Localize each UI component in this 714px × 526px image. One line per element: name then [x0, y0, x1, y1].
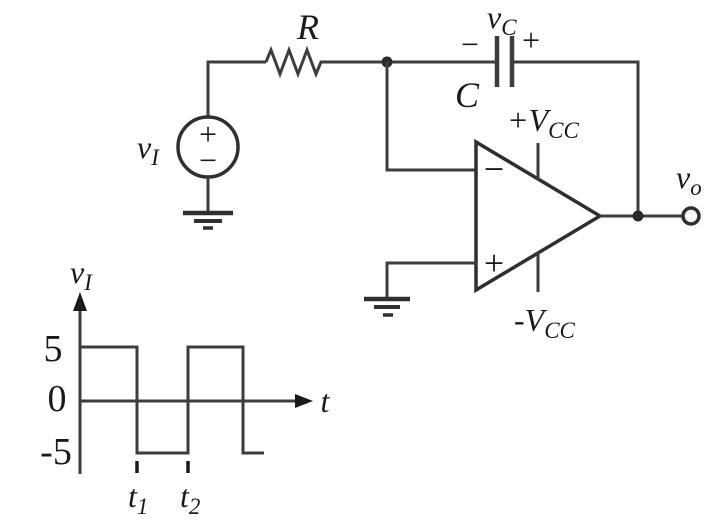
ytick-0: 0: [48, 378, 67, 420]
negative-supply-label: -VCC: [514, 302, 576, 343]
wire-feedback: [513, 60, 640, 216]
noninverting-ground-branch: [364, 261, 477, 317]
ground-symbol-source: [183, 210, 233, 230]
source-voltage-label: vI: [137, 129, 160, 170]
resistor-label: R: [296, 7, 319, 47]
capacitor-voltage-label: vC: [487, 0, 517, 40]
wire-to-inverting-input: [385, 62, 477, 172]
wire-noninverting-to-ground: [385, 261, 477, 299]
wire-source-to-resistor: [206, 60, 266, 118]
ytick-neg5: -5: [40, 431, 72, 473]
capacitor-label: C: [455, 75, 480, 115]
xtick-label-t2: t2: [180, 478, 200, 519]
xtick-label-t1: t1: [128, 478, 148, 519]
plot-ylabel: vI: [70, 254, 93, 295]
op-amp: − + +VCC -VCC: [474, 102, 604, 343]
capacitor-minus-sign: −: [461, 26, 479, 62]
ground-symbol-opamp: [364, 296, 410, 317]
noninverting-input-sign: +: [484, 243, 504, 283]
square-wave-trace: [80, 345, 264, 455]
input-waveform-plot: vI t 5 0 -5 t1 t2: [40, 254, 330, 519]
positive-supply-label: +VCC: [507, 102, 579, 143]
y-axis-arrowhead-icon: [73, 292, 87, 311]
voltage-source: + − vI: [137, 60, 266, 230]
ytick-5: 5: [44, 328, 63, 370]
resistor-zigzag: [264, 45, 327, 79]
output-terminal: vo: [600, 159, 702, 226]
output-terminal-circle: [681, 206, 701, 226]
resistor: R: [264, 7, 327, 79]
output-voltage-label: vo: [676, 159, 702, 200]
capacitor: vC − + C: [455, 0, 540, 115]
junction-dot-output: [632, 210, 644, 222]
source-plus-sign: +: [199, 116, 217, 152]
capacitor-plus-sign: +: [522, 22, 540, 58]
source-minus-sign: −: [199, 142, 217, 178]
plot-xlabel: t: [321, 383, 331, 419]
x-axis-arrowhead-icon: [295, 394, 313, 408]
inverting-input-sign: −: [484, 149, 504, 189]
